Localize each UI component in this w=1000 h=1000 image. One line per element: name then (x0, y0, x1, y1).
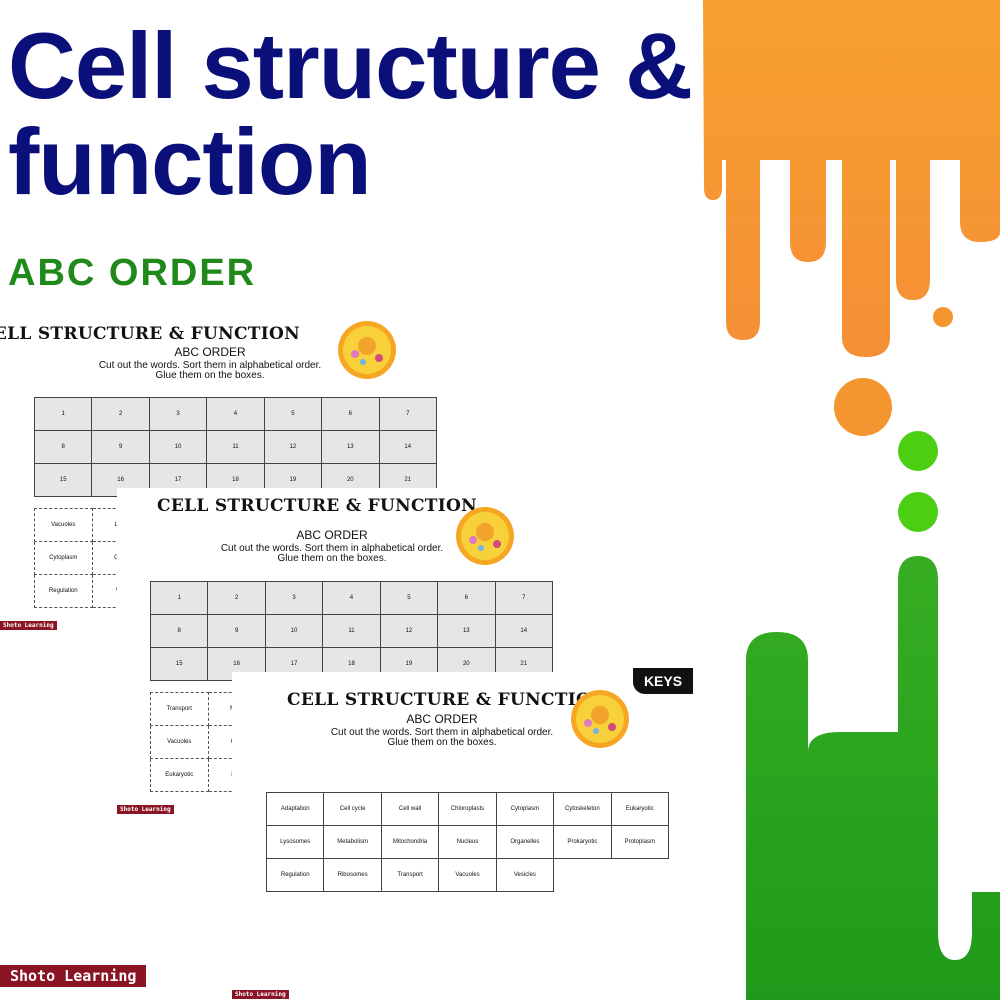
grid-cell: 4 (322, 581, 381, 615)
grid-cell: 15 (149, 647, 209, 681)
cutout-word: Vacuoles (150, 725, 209, 759)
animal-cell-icon (571, 690, 629, 748)
grid-cell: 8 (149, 614, 209, 648)
answer-cell: Cell cycle (323, 792, 382, 826)
grid-cell: 3 (264, 581, 324, 615)
answer-cell: Vesicles (495, 858, 555, 892)
footer-brand-tag: Shoto Learning (0, 965, 147, 987)
grid-cell: 7 (378, 397, 438, 431)
sheet-title: CELL STRUCTURE & FUNCTION (0, 324, 300, 344)
grid-cell: 8 (33, 430, 93, 464)
grid-cell: 12 (263, 430, 323, 464)
sheet-instruction-1: Cut out the words. Sort them in alphabet… (330, 727, 554, 738)
grid-cell: 5 (263, 397, 323, 431)
keys-badge: KEYS (633, 668, 693, 694)
answer-cell: Protoplasm (610, 825, 670, 859)
answer-cell: Nucleus (438, 825, 497, 859)
cutout-word: Cytoplasm (34, 541, 93, 575)
animal-cell-icon (338, 321, 396, 379)
worksheet-preview-keys: CELL STRUCTURE & FUNCTION ABC ORDER Cut … (232, 672, 692, 1000)
grid-cell: 10 (148, 430, 208, 464)
answer-cell: Organelles (495, 825, 555, 859)
sheet-instruction-2: Glue them on the boxes. (387, 737, 497, 748)
sheet-title: CELL STRUCTURE & FUNCTION (287, 690, 607, 710)
grid-cell: 4 (206, 397, 265, 431)
grid-cell: 2 (91, 397, 150, 431)
answer-cell: Cytoskeleton (553, 792, 612, 826)
page-subtitle: ABC ORDER (8, 252, 257, 294)
answer-cell: Eukaryotic (610, 792, 670, 826)
grid-cell: 3 (148, 397, 208, 431)
grid-cell: 14 (494, 614, 554, 648)
green-drip-shape (746, 431, 1000, 1000)
grid-cell: 15 (33, 463, 93, 497)
sheet-subtitle: ABC ORDER (174, 345, 246, 359)
grid-cell: 10 (264, 614, 324, 648)
grid-cell: 1 (33, 397, 93, 431)
sheet-instruction-2: Glue them on the boxes. (155, 370, 265, 381)
cutout-word: Eukaryotic (150, 758, 209, 792)
grid-cell: 12 (379, 614, 439, 648)
answer-cell: Prokaryotic (553, 825, 612, 859)
answer-cell: Regulation (265, 858, 325, 892)
grid-cell: 13 (437, 614, 496, 648)
answer-cell: Mitochondria (380, 825, 440, 859)
sheet-instruction-1: Cut out the words. Sort them in alphabet… (98, 360, 322, 371)
grid-cell: 2 (207, 581, 266, 615)
animal-cell-icon (456, 507, 514, 565)
brand-tag: Shoto Learning (0, 621, 57, 630)
answer-cell: Chloroplasts (438, 792, 497, 826)
answer-cell: Vacuoles (438, 858, 497, 892)
cutout-word: Vacuoles (34, 508, 93, 542)
answer-cell: Transport (380, 858, 440, 892)
answer-cell: Lysosomes (265, 825, 325, 859)
grid-cell: 11 (322, 614, 381, 648)
grid-cell: 14 (378, 430, 438, 464)
grid-cell: 7 (494, 581, 554, 615)
orange-drip-shape (703, 0, 1000, 436)
answer-cell: Ribosomes (323, 858, 382, 892)
grid-cell: 11 (206, 430, 265, 464)
sheet-instruction-2: Glue them on the boxes. (277, 553, 387, 564)
answer-cell: Cell wall (380, 792, 440, 826)
grid-cell: 5 (379, 581, 439, 615)
grid-cell: 1 (149, 581, 209, 615)
brand-tag: Shoto Learning (117, 805, 174, 814)
sheet-instruction-1: Cut out the words. Sort them in alphabet… (220, 543, 444, 554)
answer-cell: Adaptation (265, 792, 325, 826)
sheet-subtitle: ABC ORDER (296, 528, 368, 542)
sheet-title: CELL STRUCTURE & FUNCTION (157, 496, 477, 516)
grid-cell: 9 (207, 614, 266, 648)
grid-cell: 9 (91, 430, 150, 464)
answer-cell: Metabolism (323, 825, 382, 859)
answer-cell: Cytoplasm (495, 792, 555, 826)
grid-cell: 13 (321, 430, 380, 464)
sheet-subtitle: ABC ORDER (406, 712, 478, 726)
brand-tag: Shoto Learning (232, 990, 289, 999)
cutout-word: Regulation (34, 574, 93, 608)
grid-cell: 6 (437, 581, 496, 615)
grid-cell: 6 (321, 397, 380, 431)
cutout-word: Transport (150, 692, 209, 726)
page-title: Cell structure & function (8, 13, 693, 214)
